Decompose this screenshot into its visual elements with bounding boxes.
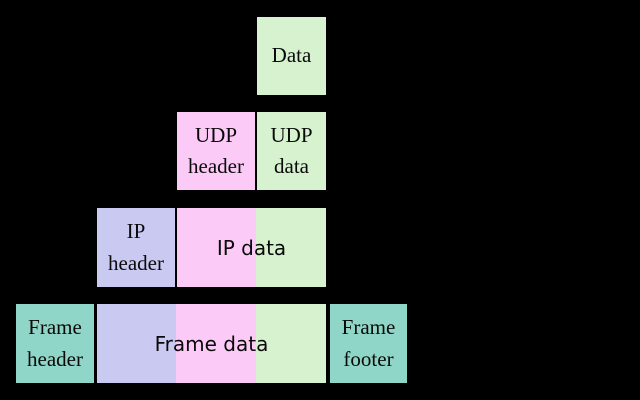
udp-header-label: UDP header [188,122,244,179]
data-label: Data [271,43,312,68]
ip-data-segment-udp-data [256,208,326,287]
frame-data-box: Frame data [97,304,326,383]
ip-data-segments [177,208,326,287]
frame-data-segment-udp-data [256,304,326,383]
frame-footer-label: Frame footer [341,315,396,371]
frame-data-segment-ip-header [97,304,176,383]
frame-data-segments [97,304,326,383]
frame-data-label: Frame data [154,331,269,356]
ip-data-label: IP data [216,235,287,260]
udp-data-box: UDP data [257,112,326,190]
data-box: Data [257,17,326,95]
ip-header-label: IP header [108,219,164,275]
udp-header-box: UDP header [177,112,255,190]
frame-header-label: Frame header [27,315,83,371]
frame-data-segment-udp-header [176,304,256,383]
frame-header-box: Frame header [16,304,94,383]
ip-data-box: IP data [177,208,326,287]
ip-header-box: IP header [97,208,175,287]
udp-data-label: UDP data [270,122,313,179]
ip-data-segment-udp-header [177,208,256,287]
frame-footer-box: Frame footer [330,304,407,383]
